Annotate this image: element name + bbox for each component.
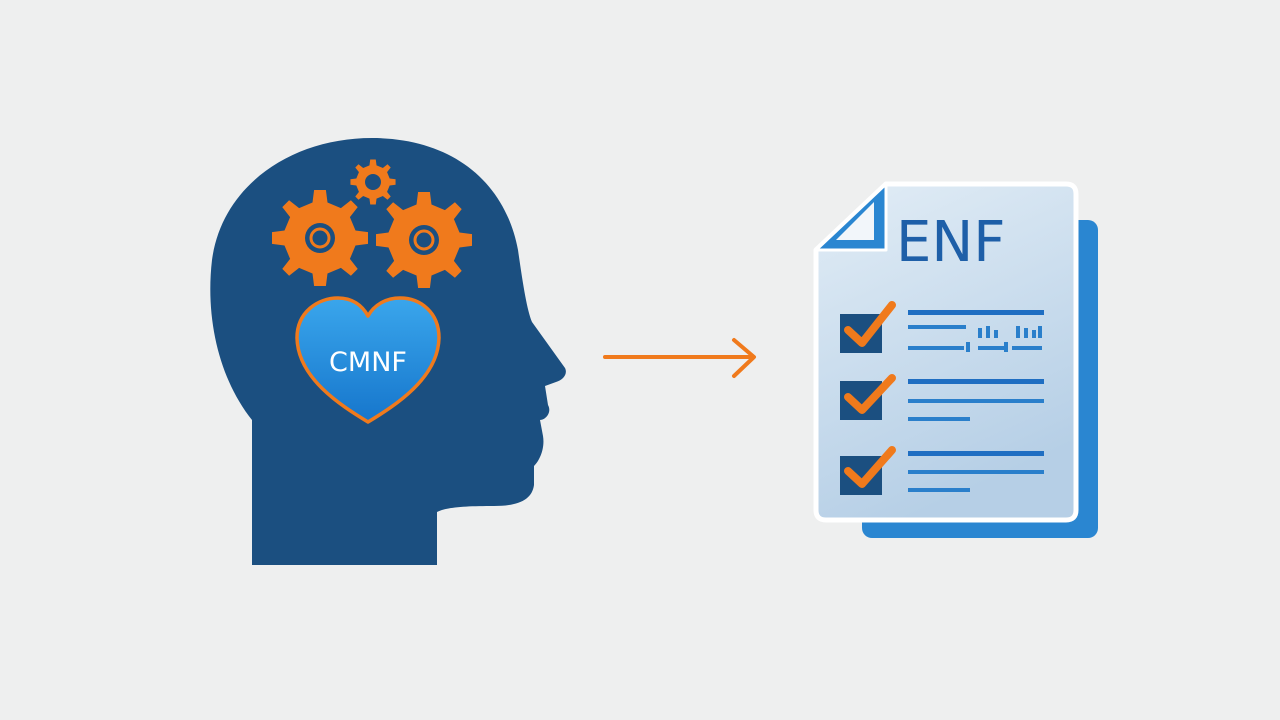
gear-small-icon: [350, 159, 396, 205]
list-text-line: [986, 326, 990, 338]
list-text-line: [994, 330, 998, 338]
checkmark-icon: [844, 301, 896, 347]
checkmark-icon: [844, 374, 896, 414]
list-text-line: [978, 346, 1006, 350]
gear-left-icon: [272, 190, 368, 286]
list-text-line: [908, 310, 1044, 315]
heart-icon: CMNF: [295, 296, 441, 424]
list-text-line: [908, 379, 1044, 384]
list-text-line: [1012, 346, 1042, 350]
checkbox-icon: [840, 456, 882, 495]
list-text-line: [1024, 328, 1028, 338]
list-text-line: [966, 342, 970, 352]
document-fold: [814, 182, 888, 252]
checklist-item: [840, 374, 1044, 421]
list-text-line: [908, 488, 970, 492]
flow-arrow: [603, 338, 756, 378]
list-text-line: [908, 325, 966, 329]
list-text-line: [978, 328, 982, 338]
list-text-line: [1038, 326, 1042, 338]
list-text-line: [908, 470, 1044, 474]
head-profile: CMNF: [210, 138, 566, 565]
list-text-line: [908, 346, 964, 350]
heart-label: CMNF: [329, 347, 407, 378]
document-sheet: [813, 181, 1079, 523]
checklist-item: [840, 446, 1044, 495]
list-text-line: [908, 417, 970, 421]
list-text-line: [1004, 342, 1008, 352]
list-text-line: [908, 399, 1044, 403]
gear-right-icon: [376, 192, 472, 288]
checkmark-icon: [844, 446, 896, 488]
arrow-head-icon: [732, 338, 756, 378]
list-text-line: [1016, 326, 1020, 338]
checklist-item: [840, 301, 1044, 353]
list-text-line: [1032, 330, 1036, 338]
document-title: ENF: [896, 210, 1005, 275]
document-fold-inner: [836, 202, 874, 240]
list-text-line: [908, 451, 1044, 456]
document-icon: ENF: [813, 181, 1098, 538]
